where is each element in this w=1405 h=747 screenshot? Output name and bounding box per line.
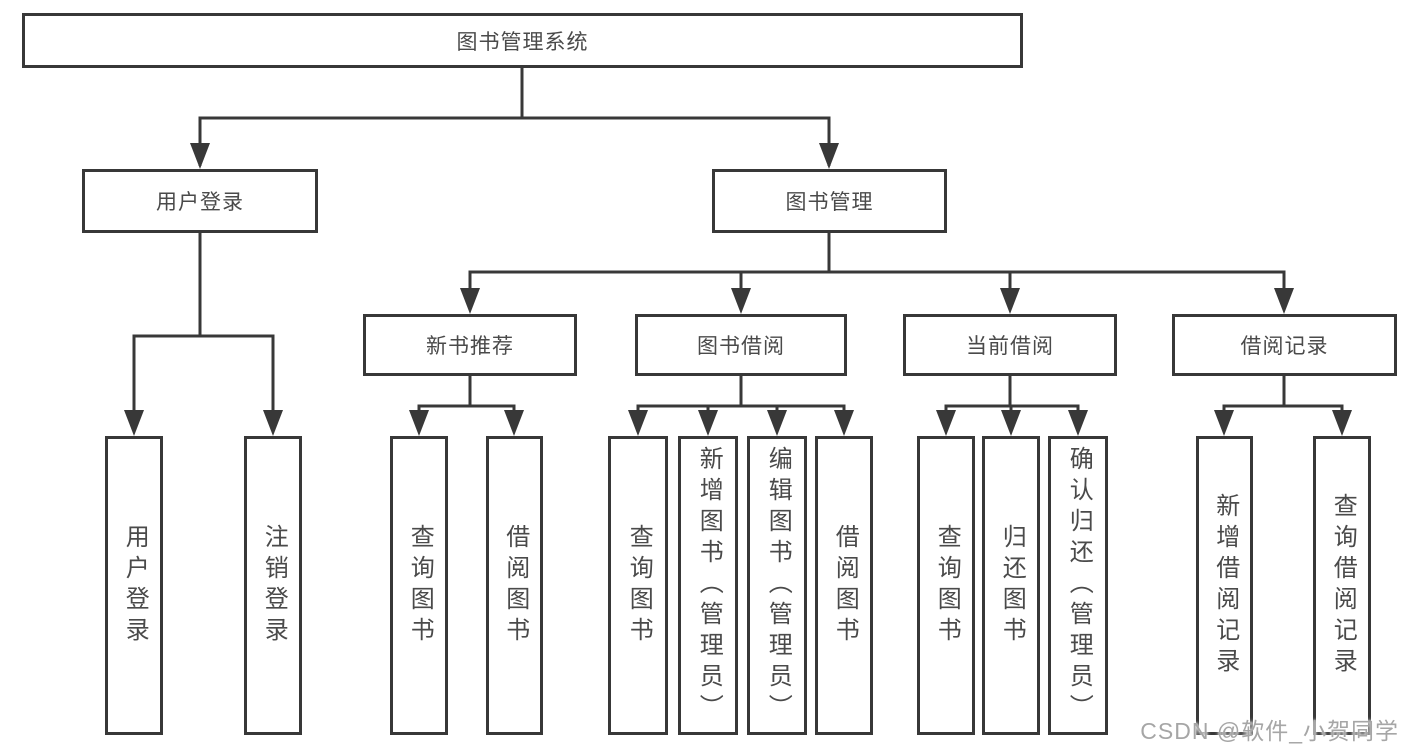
node-leaf-query-borrow-record: 查询借阅记录 [1313, 436, 1371, 735]
node-current-borrow: 当前借阅 [903, 314, 1117, 376]
arrowheads [124, 143, 1352, 436]
node-book-borrow: 图书借阅 [635, 314, 847, 376]
node-leaf-borrow-books-2: 借阅图书 [815, 436, 873, 735]
node-book-manage: 图书管理 [712, 169, 947, 233]
node-leaf-borrow-books-1: 借阅图书 [486, 436, 543, 735]
node-leaf-query-books-1: 查询图书 [390, 436, 448, 735]
node-root: 图书管理系统 [22, 13, 1023, 68]
node-leaf-confirm-return-admin: 确认归还（管理员） [1048, 436, 1108, 735]
node-leaf-query-books-3: 查询图书 [917, 436, 975, 735]
node-leaf-add-borrow-record: 新增借阅记录 [1196, 436, 1253, 735]
watermark: CSDN @软件_小贺同学 [1140, 718, 1399, 744]
node-leaf-edit-books-admin: 编辑图书（管理员） [747, 436, 807, 735]
node-leaf-logout: 注销登录 [244, 436, 302, 735]
node-leaf-add-books-admin: 新增图书（管理员） [678, 436, 738, 735]
node-new-book-recommend: 新书推荐 [363, 314, 577, 376]
node-leaf-user-login: 用户登录 [105, 436, 163, 735]
node-leaf-return-books: 归还图书 [982, 436, 1040, 735]
node-leaf-query-books-2: 查询图书 [608, 436, 668, 735]
node-user-login: 用户登录 [82, 169, 318, 233]
node-borrow-records: 借阅记录 [1172, 314, 1397, 376]
